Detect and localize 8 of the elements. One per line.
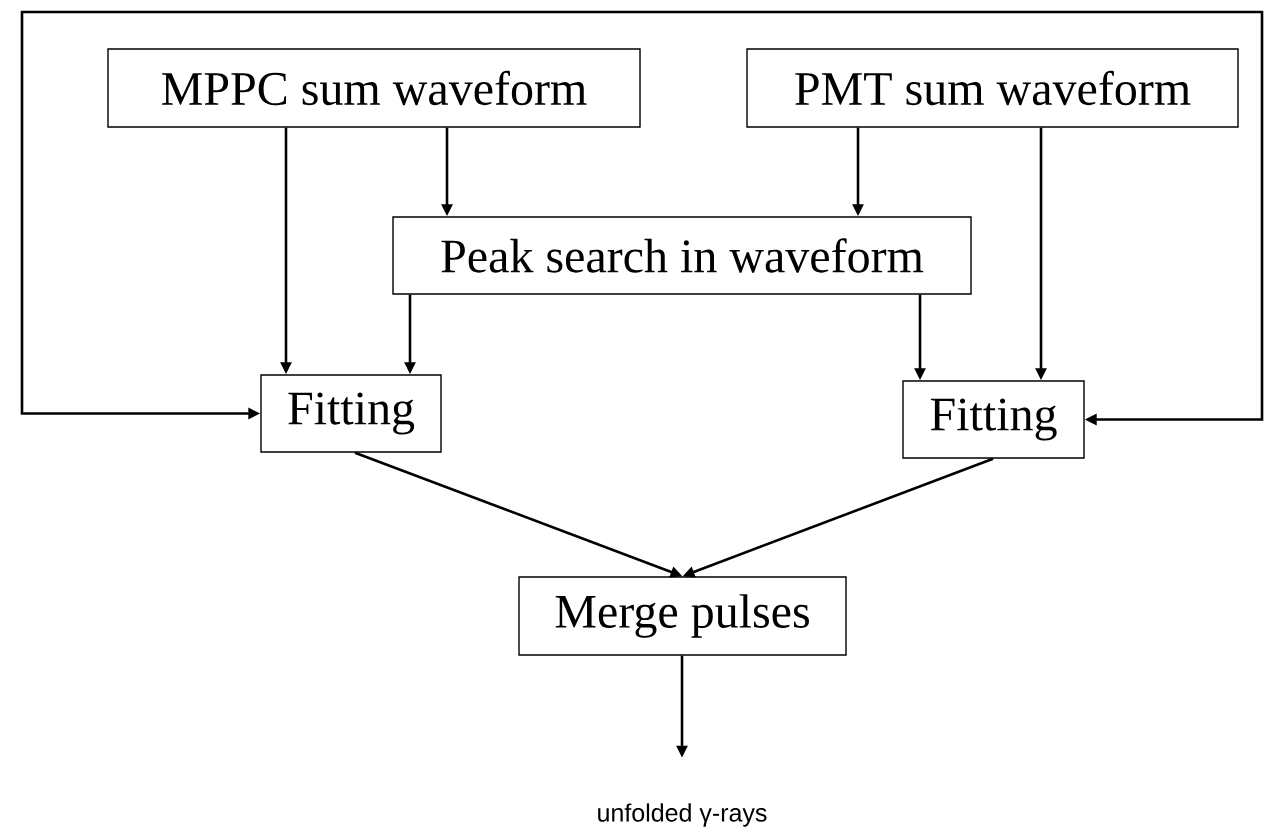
output-label: unfolded γ-rays (598, 803, 767, 827)
process-box: MPPC sum waveform (107, 48, 641, 128)
process-box: Merge pulses (518, 576, 847, 656)
process-box: Peak search in waveform (392, 216, 972, 295)
arrow (20, 10, 1264, 426)
process-box: Fitting (260, 374, 442, 453)
process-box: PMT sum waveform (746, 48, 1239, 128)
process-box: Fitting (902, 380, 1085, 459)
